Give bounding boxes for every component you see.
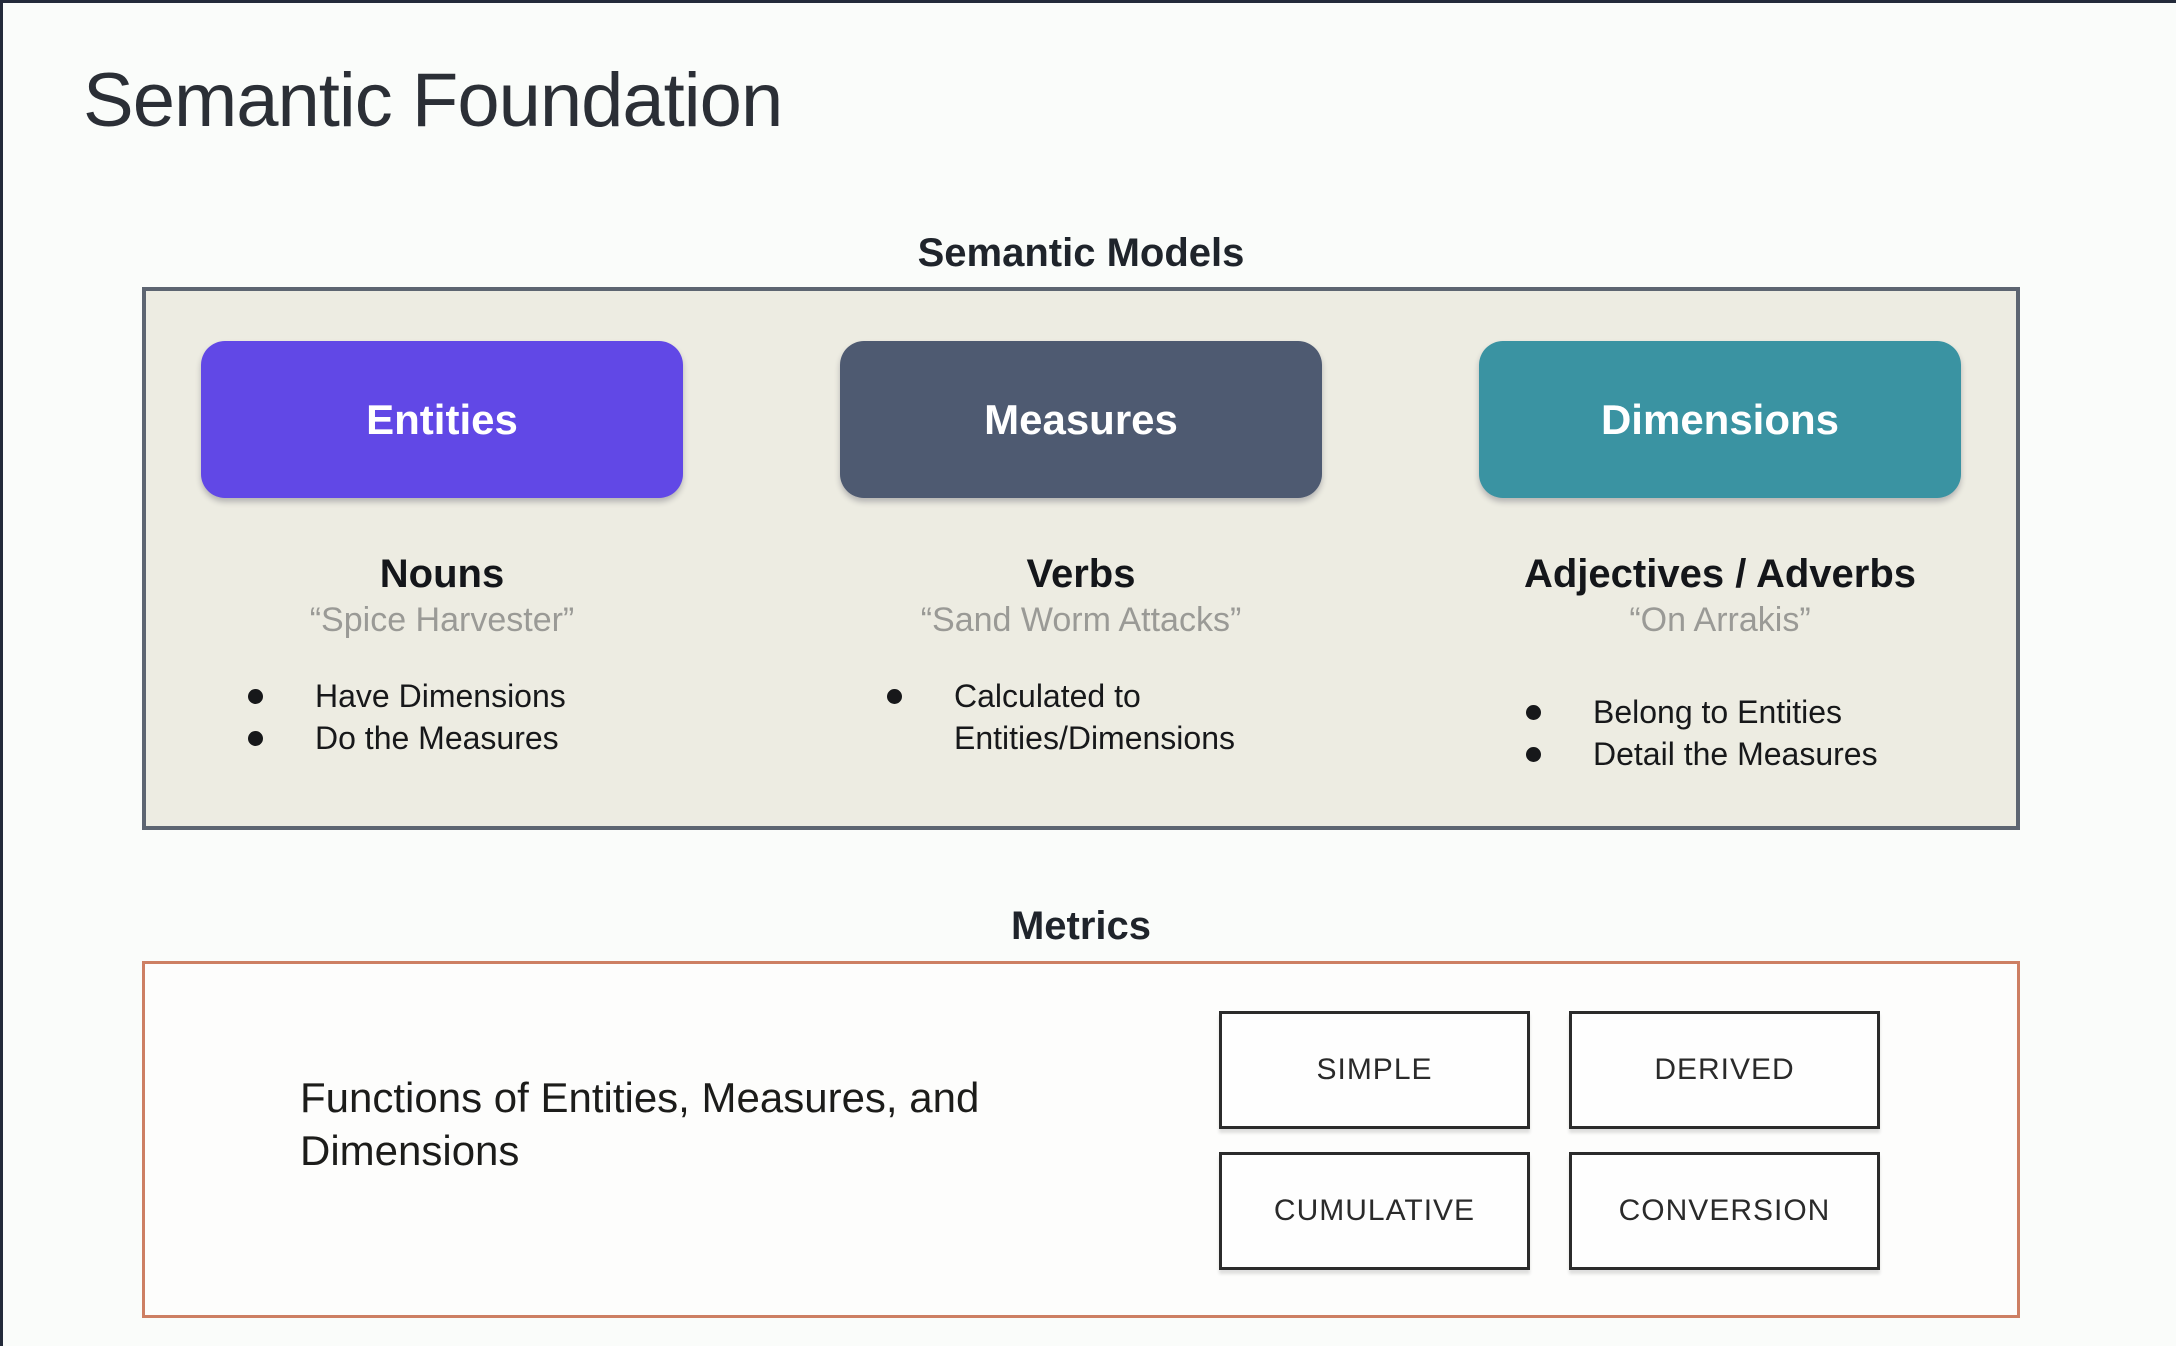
bullet-dot [887, 688, 902, 704]
metrics-heading: Metrics [1010, 904, 1152, 948]
metrics-description: Functions of Entities, Measures, and Dim… [300, 1074, 980, 1174]
bullet-item: Detail the Measures [1479, 733, 1961, 775]
bullet-text: Do the Measures [315, 719, 559, 756]
entities-button: Entities [201, 341, 683, 498]
metric-box-conversion: CONVERSION [1569, 1152, 1880, 1270]
bullet-item: Calculated to Entities/Dimensions [840, 675, 1322, 759]
metric-type-grid: SIMPLE DERIVED CUMULATIVE CONVERSION [1219, 1011, 1880, 1270]
metrics-panel: Functions of Entities, Measures, and Dim… [142, 961, 2020, 1318]
dimensions-column: Dimensions Adjectives / Adverbs “On Arra… [1479, 341, 1961, 826]
dimensions-bullet-list: Belong to Entities Detail the Measures [1479, 691, 1961, 775]
metric-box-cumulative: CUMULATIVE [1219, 1152, 1530, 1270]
bullet-item: Do the Measures [201, 717, 683, 759]
bullet-text: Belong to Entities [1593, 693, 1843, 730]
entities-role-label: Nouns [379, 552, 505, 596]
measures-button: Measures [840, 341, 1322, 498]
metric-box-simple: SIMPLE [1219, 1011, 1530, 1129]
bullet-item: Have Dimensions [201, 675, 683, 717]
semantic-models-panel: Entities Nouns “Spice Harvester” Have Di… [142, 287, 2020, 830]
bullet-item: Belong to Entities [1479, 691, 1961, 733]
bullet-dot [248, 730, 263, 746]
semantic-models-heading: Semantic Models [917, 231, 1245, 275]
bullet-text: Calculated to Entities/Dimensions [954, 677, 1235, 756]
bullet-dot [1526, 704, 1541, 720]
dimensions-example-label: “On Arrakis” [1629, 601, 1811, 639]
page-title: Semantic Foundation [83, 58, 783, 143]
metric-box-derived: DERIVED [1569, 1011, 1880, 1129]
measures-column: Measures Verbs “Sand Worm Attacks” Calcu… [840, 341, 1322, 826]
bullet-text: Have Dimensions [315, 677, 566, 714]
entities-bullet-list: Have Dimensions Do the Measures [201, 675, 683, 759]
dimensions-button: Dimensions [1479, 341, 1961, 498]
dimensions-role-label: Adjectives / Adverbs [1523, 552, 1916, 596]
bullet-dot [1526, 746, 1541, 762]
measures-role-label: Verbs [1026, 552, 1136, 596]
measures-example-label: “Sand Worm Attacks” [920, 601, 1242, 639]
entities-column: Entities Nouns “Spice Harvester” Have Di… [201, 341, 683, 826]
measures-bullet-list: Calculated to Entities/Dimensions [840, 675, 1322, 759]
bullet-text: Detail the Measures [1593, 735, 1878, 772]
entities-example-label: “Spice Harvester” [309, 601, 575, 639]
bullet-dot [248, 688, 263, 704]
